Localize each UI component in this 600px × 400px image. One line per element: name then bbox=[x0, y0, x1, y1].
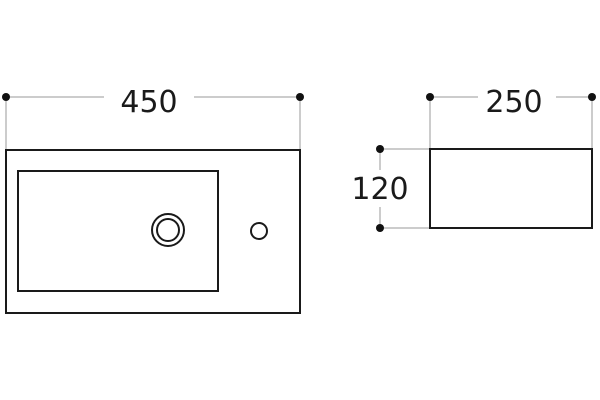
dimension-width-top-view: 450 bbox=[2, 85, 304, 150]
dimension-dot-right bbox=[296, 93, 304, 101]
dimension-dot-left bbox=[2, 93, 10, 101]
basin-side-view bbox=[429, 148, 593, 229]
dimension-label-width: 450 bbox=[120, 85, 177, 120]
tap-hole-icon bbox=[250, 222, 268, 240]
dimension-label-height: 120 bbox=[351, 172, 408, 207]
drain-outer-icon bbox=[151, 213, 185, 247]
basin-top-view bbox=[5, 149, 301, 314]
dimension-label-depth: 250 bbox=[485, 85, 542, 120]
dimension-dot-right bbox=[588, 93, 596, 101]
dimension-dot-left bbox=[426, 93, 434, 101]
dimension-height-side-view: 120 bbox=[351, 145, 430, 232]
dimension-dot-bottom bbox=[376, 224, 384, 232]
basin-outer-outline bbox=[5, 149, 301, 314]
basin-side-outline bbox=[429, 148, 593, 229]
dimension-dot-top bbox=[376, 145, 384, 153]
basin-bowl-outline bbox=[17, 170, 219, 292]
drain-inner-icon bbox=[156, 218, 180, 242]
dimension-depth-side-view: 250 bbox=[426, 85, 596, 150]
